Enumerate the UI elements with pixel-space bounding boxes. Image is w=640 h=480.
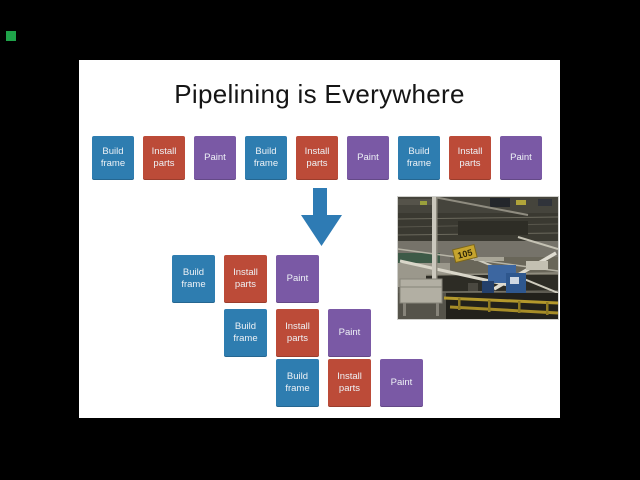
pipeline-stage-box-paint: Paint — [380, 359, 423, 407]
pipeline-stage-box-build: Build frame — [276, 359, 319, 407]
pipeline-stage-box-install: Install parts — [449, 136, 491, 180]
sign-text: 105 — [456, 247, 473, 260]
pipeline-stage-box-install: Install parts — [143, 136, 185, 180]
pipeline-stage-box-install: Install parts — [276, 309, 319, 357]
pipeline-stage-box-build: Build frame — [398, 136, 440, 180]
pipeline-stage-box-install: Install parts — [328, 359, 371, 407]
pipeline-stage-box-install: Install parts — [296, 136, 338, 180]
slide-title: Pipelining is Everywhere — [174, 79, 465, 109]
factory-photo-image: 105 — [398, 197, 558, 319]
pipeline-stage-box-install: Install parts — [224, 255, 267, 303]
pipeline-stage-box-paint: Paint — [194, 136, 236, 180]
pipeline-stage-box-build: Build frame — [245, 136, 287, 180]
pipeline-stage-box-paint: Paint — [347, 136, 389, 180]
green-status-dot — [6, 31, 16, 41]
pipeline-stage-box-build: Build frame — [92, 136, 134, 180]
pipeline-stage-box-paint: Paint — [328, 309, 371, 357]
down-arrow-icon — [301, 188, 342, 246]
pipeline-stage-box-paint: Paint — [276, 255, 319, 303]
yellow-location-sign: 105 — [452, 243, 478, 264]
factory-photo: 105 — [397, 196, 559, 320]
pipeline-stage-box-paint: Paint — [500, 136, 542, 180]
pipeline-stage-box-build: Build frame — [224, 309, 267, 357]
pipeline-stage-box-build: Build frame — [172, 255, 215, 303]
